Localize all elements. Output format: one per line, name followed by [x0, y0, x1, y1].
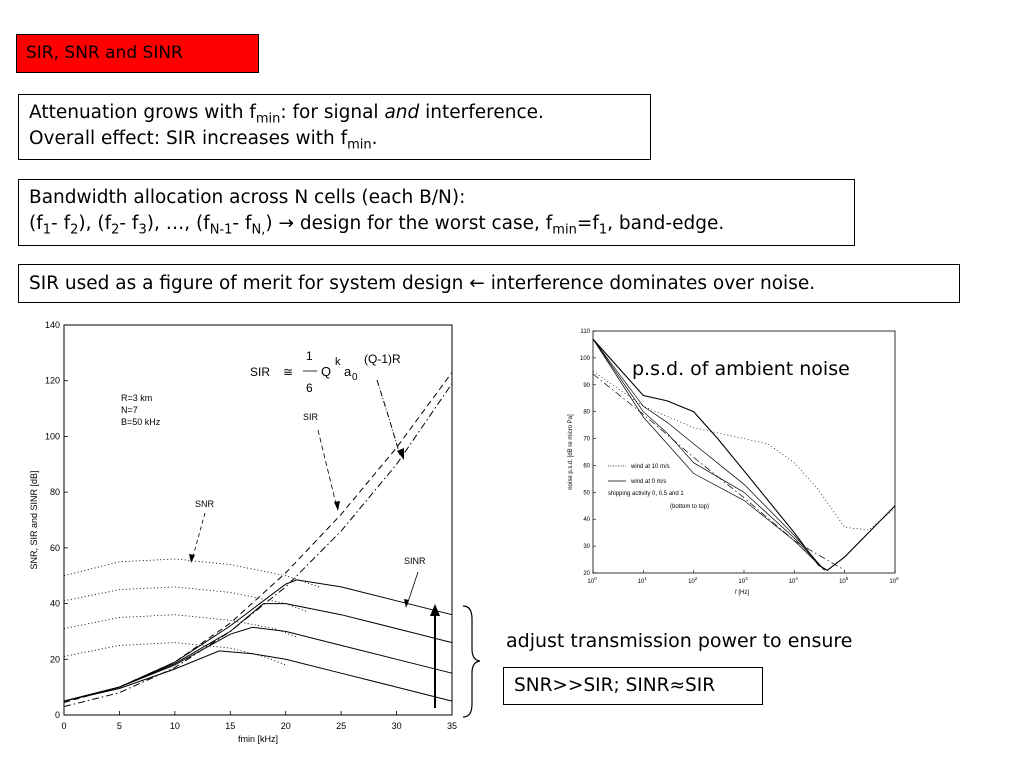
- sinr-pointer: [406, 571, 419, 606]
- formula-sir: SIR: [250, 365, 270, 379]
- noise-x-tick-label: 103: [738, 576, 748, 585]
- sinr-pointer-arrowhead: [404, 599, 409, 608]
- noise-series-solid-line: [592, 338, 825, 571]
- sinr-y-tick-label: 0: [55, 710, 60, 720]
- noise-y-tick-label: 30: [583, 544, 590, 550]
- sir-pointer-arrowhead: [334, 501, 340, 511]
- attenuation-line-1: Attenuation grows with fmin: for signal …: [29, 102, 544, 127]
- sinr-series-solid-line: [63, 626, 453, 702]
- formula-a: a: [344, 364, 352, 379]
- formula-zero: 0: [352, 372, 358, 383]
- sinr-y-tick-label: 140: [45, 320, 60, 330]
- snr-annotation: SNR: [195, 499, 215, 509]
- noise-series-solid-line: [592, 338, 825, 571]
- formula-q: Q: [321, 364, 331, 379]
- sinr-x-tick-label: 5: [117, 721, 122, 731]
- sir-pointer: [317, 429, 338, 509]
- bandwidth-line-2: (f1- f2), (f2- f3), …, (fN-1- fN,) → des…: [29, 213, 725, 238]
- right-arrow-icon: →: [278, 213, 294, 234]
- snr-sir-box: SNR>>SIR; SINR≈SIR: [503, 667, 763, 705]
- noise-y-tick-label: 100: [580, 356, 591, 362]
- power-increase-arrowhead: [430, 604, 440, 616]
- noise-y-tick-label: 60: [583, 463, 590, 469]
- sinr-x-tick-label: 25: [336, 721, 346, 731]
- sinr-x-tick-label: 30: [392, 721, 402, 731]
- param-range: R=3 km: [121, 393, 152, 403]
- psd-label: p.s.d. of ambient noise: [632, 358, 850, 380]
- sinr-series-dotted-line: [63, 586, 309, 613]
- noise-x-tick-label: 105: [839, 576, 849, 585]
- merit-box: SIR used as a figure of merit for system…: [18, 264, 960, 303]
- sinr-x-tick-label: 15: [225, 721, 235, 731]
- bandwidth-box: Bandwidth allocation across N cells (eac…: [18, 179, 855, 246]
- noise-x-tick-label: 102: [688, 576, 698, 585]
- noise-y-tick-label: 110: [580, 329, 590, 335]
- sinr-series-solid-line: [63, 650, 453, 702]
- curly-brace: [462, 605, 481, 718]
- noise-y-axis-label: noise p.s.d. [dB re micro Pa]: [568, 414, 574, 490]
- noise-x-tick-label: 104: [789, 576, 799, 585]
- noise-y-tick-label: 40: [583, 517, 590, 523]
- formula-rest: (Q-1)R: [364, 352, 401, 366]
- noise-psd-chart: 100 101 102 103 104 105 106 20 30 40 50 60 70 80 90 100…: [568, 329, 899, 596]
- sinr-x-axis-label: fmin [kHz]: [238, 734, 278, 744]
- attenuation-line-2: Overall effect: SIR increases with fmin.: [29, 128, 378, 153]
- snr-sir-text: SNR>>SIR; SINR≈SIR: [514, 675, 716, 696]
- sinr-y-axis-label: SNR, SIR and SINR [dB]: [29, 470, 39, 569]
- adjust-power-text: adjust transmission power to ensure: [506, 630, 853, 652]
- sinr-x-tick-label: 0: [61, 721, 66, 731]
- formula-denominator: 6: [306, 381, 313, 395]
- noise-y-tick-label: 20: [583, 571, 590, 577]
- bandwidth-line-1: Bandwidth allocation across N cells (eac…: [29, 187, 466, 208]
- sinr-x-tick-label: 20: [281, 721, 291, 731]
- sinr-plot-area: [63, 324, 453, 716]
- noise-series-dotted-line: [592, 371, 896, 531]
- noise-series-solid-line: [592, 338, 896, 571]
- noise-x-tick-label: 106: [889, 576, 899, 585]
- legend-bottom-to-top: (bottom to top): [670, 504, 709, 510]
- sinr-y-tick-label: 20: [50, 654, 60, 664]
- sinr-y-tick-label: 40: [50, 599, 60, 609]
- sinr-annotation: SINR: [404, 556, 426, 566]
- sir-annotation: SIR: [303, 412, 319, 422]
- slide-title: SIR, SNR and SINR: [16, 34, 259, 73]
- noise-x-axis-label: f [Hz]: [735, 590, 749, 596]
- slide-title-text: SIR, SNR and SINR: [26, 43, 183, 63]
- left-arrow-icon: ←: [469, 273, 485, 294]
- param-cells: N=7: [121, 405, 138, 415]
- noise-y-tick-label: 80: [583, 410, 590, 416]
- formula-k: k: [335, 356, 341, 368]
- sinr-series-dotted-line: [63, 558, 320, 588]
- noise-y-tick-label: 90: [583, 383, 590, 389]
- sinr-x-tick-label: 10: [170, 721, 180, 731]
- formula-numerator: 1: [306, 349, 313, 363]
- formula-pointer: [376, 379, 401, 456]
- merit-line: SIR used as a figure of merit for system…: [29, 273, 816, 294]
- formula-pointer-arrowhead: [397, 448, 404, 460]
- param-bandwidth: B=50 kHz: [121, 417, 161, 427]
- legend-wind-10: wind at 10 m/s: [630, 464, 670, 470]
- noise-y-tick-label: 50: [583, 490, 590, 496]
- noise-x-tick-label: 100: [587, 576, 597, 585]
- legend-shipping: shipping activity 0, 0.5 and 1: [608, 491, 684, 497]
- formula-approx: ≅: [283, 365, 293, 379]
- sinr-y-tick-label: 100: [45, 431, 60, 441]
- noise-x-tick-label: 101: [638, 576, 648, 585]
- sinr-y-tick-label: 80: [50, 487, 60, 497]
- noise-y-tick-label: 70: [583, 437, 590, 443]
- attenuation-box: Attenuation grows with fmin: for signal …: [18, 94, 651, 160]
- snr-pointer: [191, 512, 206, 561]
- sinr-series-dashdot-line: [63, 383, 453, 708]
- snr-pointer-arrowhead: [189, 554, 195, 563]
- legend-wind-0: wind at 0 m/s: [630, 479, 666, 485]
- sinr-x-tick-label: 35: [447, 721, 457, 731]
- noise-plot-area: [592, 330, 896, 574]
- sinr-y-tick-label: 120: [45, 376, 60, 386]
- sinr-y-tick-label: 60: [50, 543, 60, 553]
- noise-series-dashdot-line: [592, 373, 845, 571]
